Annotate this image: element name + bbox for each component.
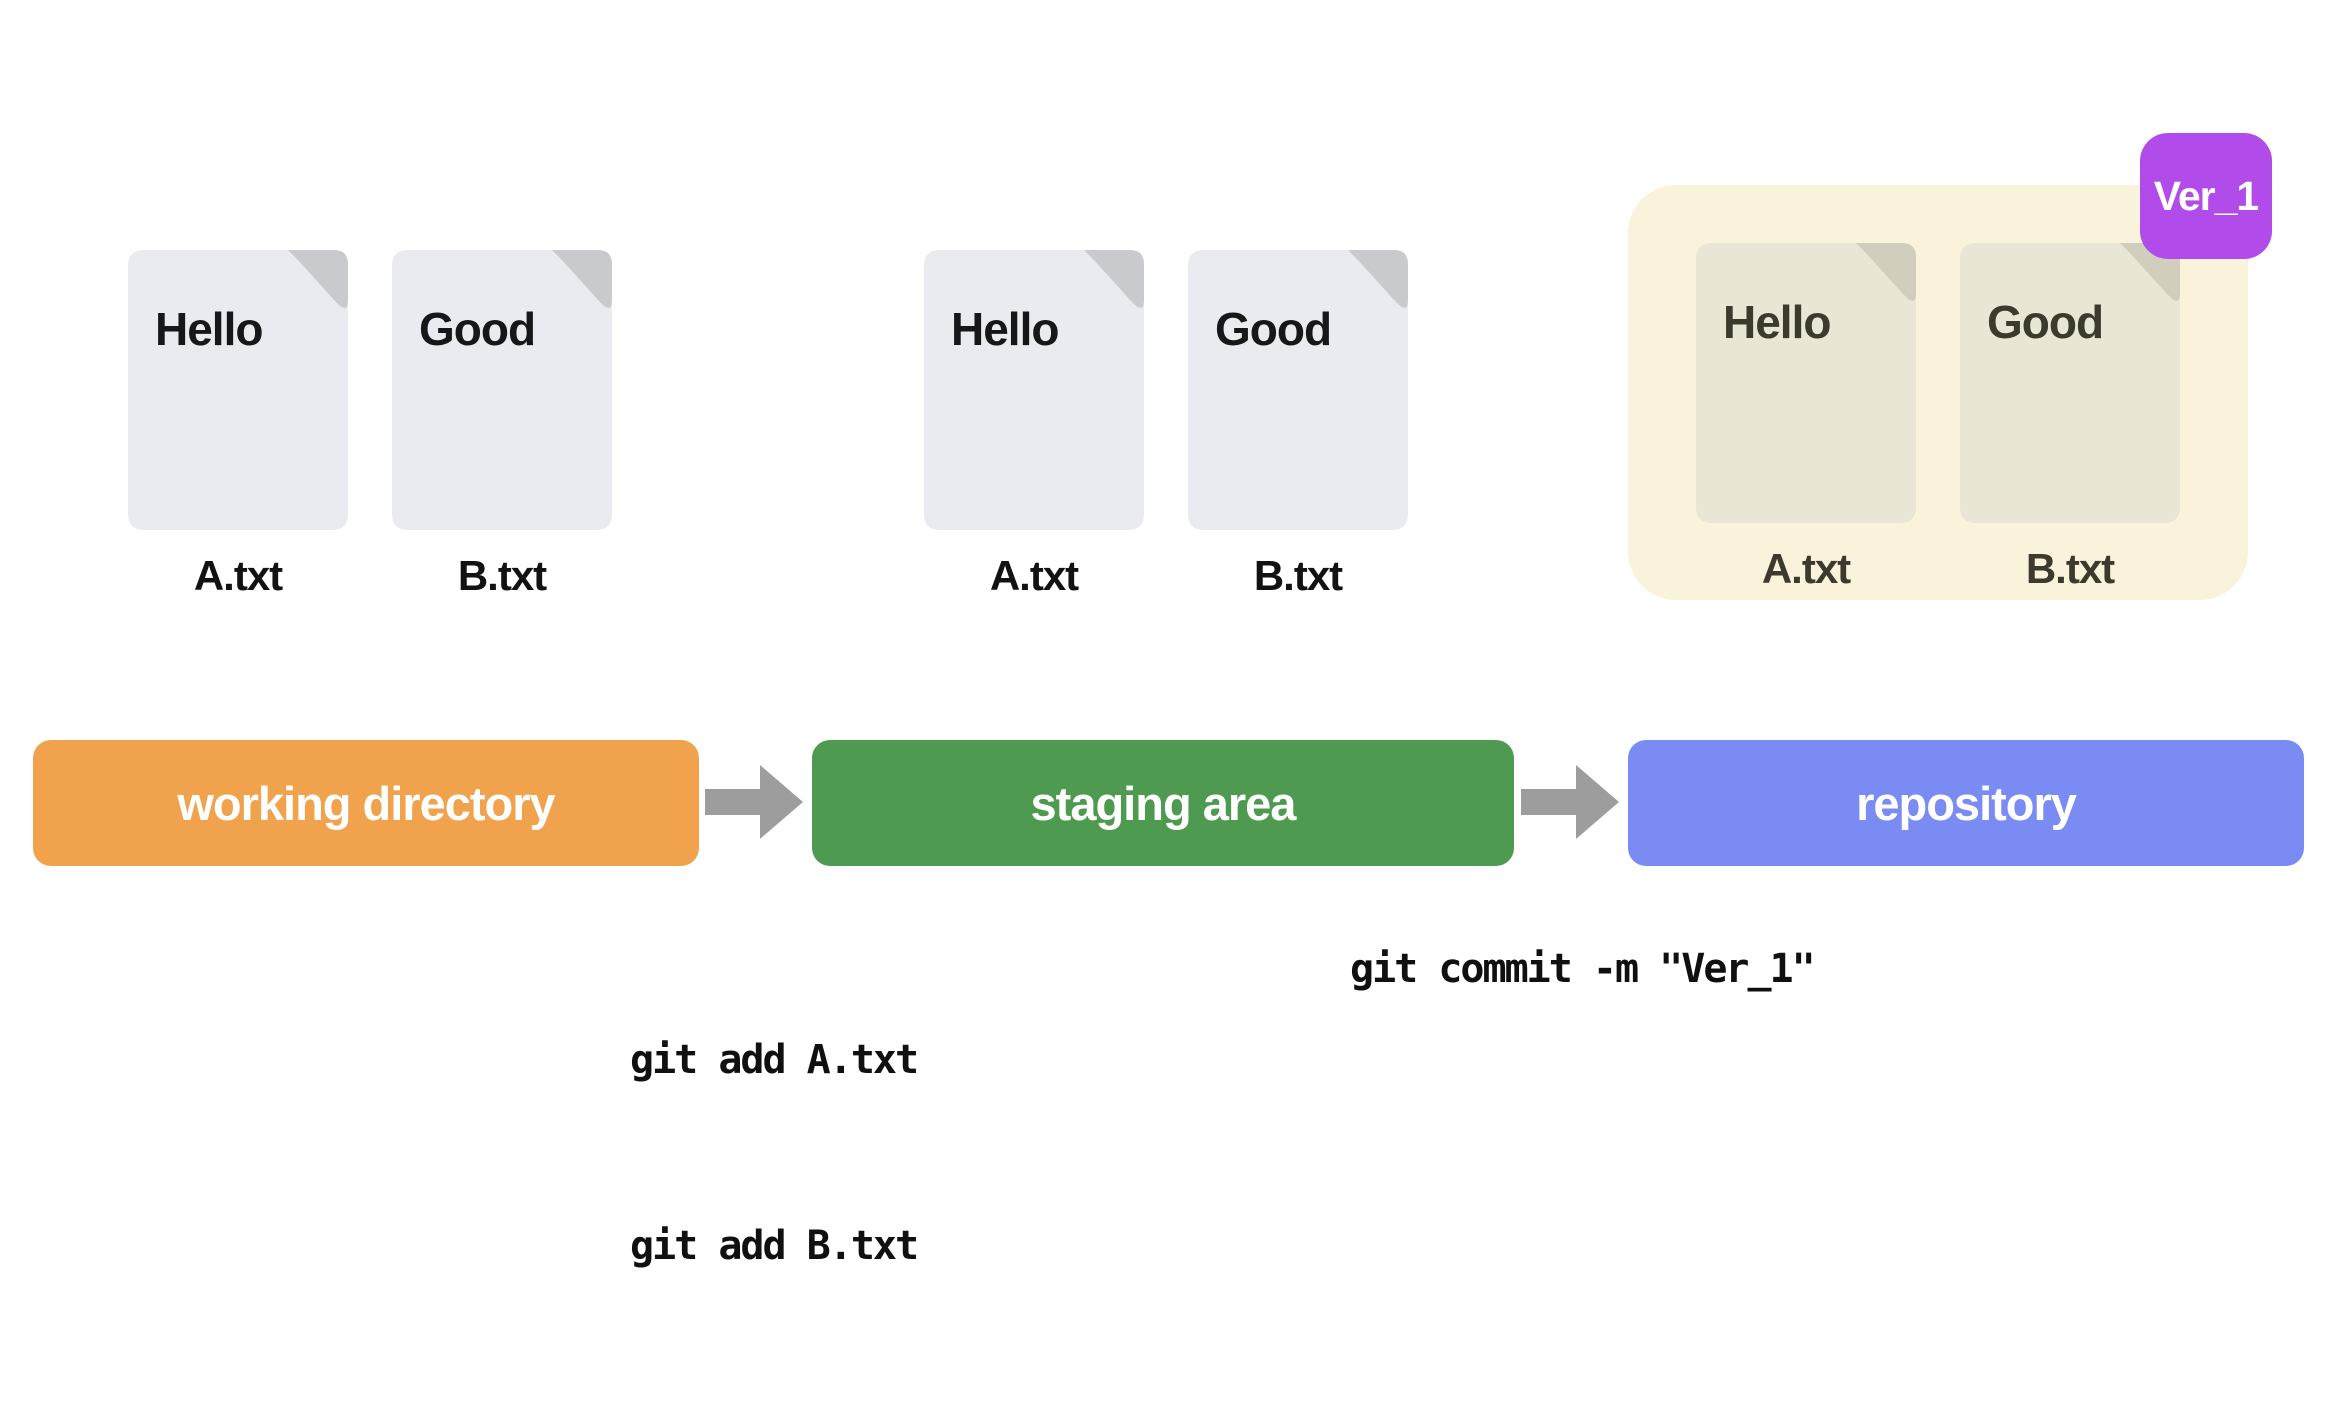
arrow-right-icon bbox=[1521, 765, 1619, 839]
document-fold-corner bbox=[552, 250, 612, 308]
stage-label: working directory bbox=[177, 776, 555, 830]
version-badge-label: Ver_1 bbox=[2153, 172, 2259, 219]
stage-box-repository: repository bbox=[1628, 740, 2304, 866]
file-content: Good bbox=[1987, 296, 2104, 348]
document-icon bbox=[392, 250, 612, 530]
document-body bbox=[924, 250, 1144, 530]
document-icon bbox=[924, 250, 1144, 530]
document-fold-corner bbox=[1856, 243, 1916, 301]
file-card-staging-a: Hello A.txt bbox=[924, 250, 1144, 600]
file-card-repo-a: Hello A.txt bbox=[1696, 243, 1916, 593]
stage-label: staging area bbox=[1030, 776, 1297, 830]
document-body bbox=[1960, 243, 2180, 523]
file-content: Hello bbox=[155, 303, 263, 355]
file-content: Hello bbox=[1723, 296, 1831, 348]
document-body bbox=[128, 250, 348, 530]
document-icon bbox=[128, 250, 348, 530]
file-content: Good bbox=[1215, 303, 1332, 355]
git-commit-command: git commit -m "Ver_1" bbox=[1350, 946, 1816, 992]
file-card-staging-b: Good B.txt bbox=[1188, 250, 1408, 600]
document-fold-corner bbox=[288, 250, 348, 308]
git-add-command-line: git add B.txt bbox=[630, 1223, 919, 1269]
file-name-label: B.txt bbox=[457, 552, 547, 599]
file-content: Good bbox=[419, 303, 536, 355]
file-name-label: B.txt bbox=[2025, 545, 2115, 592]
document-body bbox=[1696, 243, 1916, 523]
file-name-label: A.txt bbox=[193, 552, 283, 599]
document-icon bbox=[1960, 243, 2180, 523]
stage-box-staging-area: staging area bbox=[812, 740, 1514, 866]
file-name-label: A.txt bbox=[1761, 545, 1851, 592]
document-body bbox=[1188, 250, 1408, 530]
git-workflow-diagram: Hello A.txt Good B.txt Hello A.txt Good … bbox=[33, 133, 2304, 1269]
git-add-commands: git add A.txt git add B.txt bbox=[630, 905, 919, 1401]
git-add-command-line: git add A.txt bbox=[630, 1037, 919, 1083]
document-icon bbox=[1188, 250, 1408, 530]
file-card-working-b: Good B.txt bbox=[392, 250, 612, 600]
file-name-label: A.txt bbox=[989, 552, 1079, 599]
file-name-label: B.txt bbox=[1253, 552, 1343, 599]
stage-label: repository bbox=[1856, 776, 2077, 830]
file-card-repo-b: Good B.txt bbox=[1960, 243, 2180, 593]
arrow-right-icon bbox=[705, 765, 803, 839]
document-fold-corner bbox=[1084, 250, 1144, 308]
stage-box-working-directory: working directory bbox=[33, 740, 699, 866]
file-content: Hello bbox=[951, 303, 1059, 355]
file-card-working-a: Hello A.txt bbox=[128, 250, 348, 600]
version-badge: Ver_1 bbox=[2140, 133, 2272, 259]
document-icon bbox=[1696, 243, 1916, 523]
document-fold-corner bbox=[1348, 250, 1408, 308]
document-body bbox=[392, 250, 612, 530]
